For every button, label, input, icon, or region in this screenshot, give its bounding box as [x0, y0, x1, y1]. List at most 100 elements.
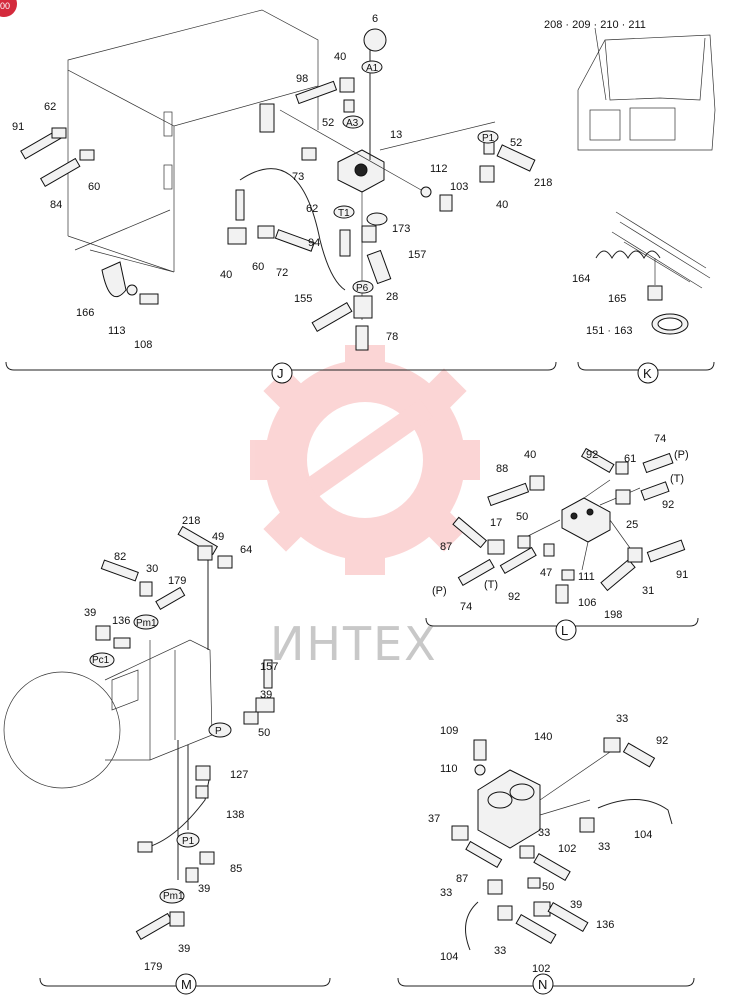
corner-badge: 00: [0, 0, 17, 17]
svg-text:A1: A1: [366, 63, 379, 74]
svg-text:(P): (P): [674, 449, 689, 461]
svg-text:98: 98: [296, 73, 308, 85]
svg-text:50: 50: [542, 881, 554, 893]
svg-text:92: 92: [508, 591, 520, 603]
svg-text:92: 92: [586, 449, 598, 461]
section-n-diagram: [397, 737, 695, 995]
svg-text:140: 140: [534, 731, 552, 743]
svg-text:40: 40: [524, 449, 536, 461]
svg-text:155: 155: [294, 293, 312, 305]
svg-text:52: 52: [510, 137, 522, 149]
svg-text:102: 102: [558, 843, 576, 855]
svg-text:33: 33: [440, 887, 452, 899]
svg-text:J: J: [277, 366, 284, 381]
svg-text:218: 218: [182, 515, 200, 527]
svg-text:61: 61: [624, 453, 636, 465]
svg-text:112: 112: [430, 163, 448, 175]
svg-text:33: 33: [494, 945, 506, 957]
svg-text:164: 164: [572, 273, 590, 285]
svg-text:127: 127: [230, 769, 248, 781]
svg-text:84: 84: [50, 199, 62, 211]
svg-text:87: 87: [456, 873, 468, 885]
svg-text:136: 136: [596, 919, 614, 931]
svg-text:39: 39: [570, 899, 582, 911]
watermark-text: ИНТЕХ: [270, 617, 438, 671]
svg-text:37: 37: [428, 813, 440, 825]
svg-text:40: 40: [334, 51, 346, 63]
svg-text:73: 73: [292, 171, 304, 183]
svg-text:166: 166: [76, 307, 94, 319]
section-m-diagram: [3, 525, 331, 995]
section-j-labels: 6 40 98 52 13 62 91 84 60 73 112 103 P1 …: [12, 13, 646, 381]
svg-text:74: 74: [460, 601, 472, 613]
svg-text:136: 136: [112, 615, 130, 627]
svg-text:M: M: [181, 977, 192, 992]
svg-text:92: 92: [656, 735, 668, 747]
svg-text:Pc1: Pc1: [92, 655, 110, 666]
svg-text:72: 72: [276, 267, 288, 279]
svg-text:P1: P1: [182, 836, 195, 847]
svg-text:62: 62: [44, 101, 56, 113]
svg-text:138: 138: [226, 809, 244, 821]
svg-text:52: 52: [322, 117, 334, 129]
svg-text:173: 173: [392, 223, 410, 235]
svg-text:17: 17: [490, 517, 502, 529]
section-k-diagram: [577, 211, 715, 384]
svg-text:88: 88: [496, 463, 508, 475]
svg-text:108: 108: [134, 339, 152, 351]
svg-text:25: 25: [626, 519, 638, 531]
svg-text:50: 50: [258, 727, 270, 739]
svg-text:39: 39: [198, 883, 210, 895]
svg-text:47: 47: [540, 567, 552, 579]
svg-text:218: 218: [534, 177, 552, 189]
svg-text:13: 13: [390, 129, 402, 141]
svg-text:106: 106: [578, 597, 596, 609]
svg-text:92: 92: [662, 499, 674, 511]
svg-text:39: 39: [260, 689, 272, 701]
svg-text:P6: P6: [356, 283, 369, 294]
svg-text:62: 62: [306, 203, 318, 215]
svg-text:A3: A3: [346, 118, 359, 129]
svg-text:40: 40: [496, 199, 508, 211]
svg-text:94: 94: [308, 237, 320, 249]
svg-text:91: 91: [676, 569, 688, 581]
svg-text:L: L: [561, 623, 568, 638]
svg-text:(T): (T): [484, 579, 498, 591]
section-n-labels: 109 140 33 92 110 37 33 104 33 87 102 50…: [428, 713, 668, 992]
section-m-labels: 218 49 64 82 30 179 39 136 Pm1 Pc1 157 3…: [84, 515, 278, 992]
svg-text:157: 157: [260, 661, 278, 673]
svg-text:N: N: [538, 977, 547, 992]
svg-text:208 · 209 · 210 · 211: 208 · 209 · 210 · 211: [544, 19, 646, 31]
svg-text:104: 104: [634, 829, 652, 841]
svg-text:30: 30: [146, 563, 158, 575]
svg-text:Pm1: Pm1: [163, 891, 184, 902]
svg-text:39: 39: [84, 607, 96, 619]
svg-text:82: 82: [114, 551, 126, 563]
section-j-diagram: [5, 9, 716, 384]
svg-text:103: 103: [450, 181, 468, 193]
svg-text:K: K: [643, 366, 652, 381]
svg-text:T1: T1: [338, 208, 350, 219]
svg-text:64: 64: [240, 544, 252, 556]
svg-text:40: 40: [220, 269, 232, 281]
svg-text:Pm1: Pm1: [136, 618, 157, 629]
svg-text:31: 31: [642, 585, 654, 597]
svg-text:165: 165: [608, 293, 626, 305]
svg-text:50: 50: [516, 511, 528, 523]
svg-text:6: 6: [372, 13, 378, 25]
svg-text:74: 74: [654, 433, 666, 445]
svg-text:00: 00: [0, 1, 10, 11]
svg-text:33: 33: [616, 713, 628, 725]
svg-text:85: 85: [230, 863, 242, 875]
svg-text:33: 33: [538, 827, 550, 839]
svg-text:60: 60: [88, 181, 100, 193]
svg-text:157: 157: [408, 249, 426, 261]
svg-text:198: 198: [604, 609, 622, 621]
svg-text:113: 113: [108, 325, 126, 337]
svg-text:78: 78: [386, 331, 398, 343]
section-k-labels: 164 165 151 · 163 K: [572, 273, 652, 381]
svg-text:87: 87: [440, 541, 452, 553]
svg-text:(T): (T): [670, 473, 684, 485]
svg-text:110: 110: [440, 763, 458, 775]
